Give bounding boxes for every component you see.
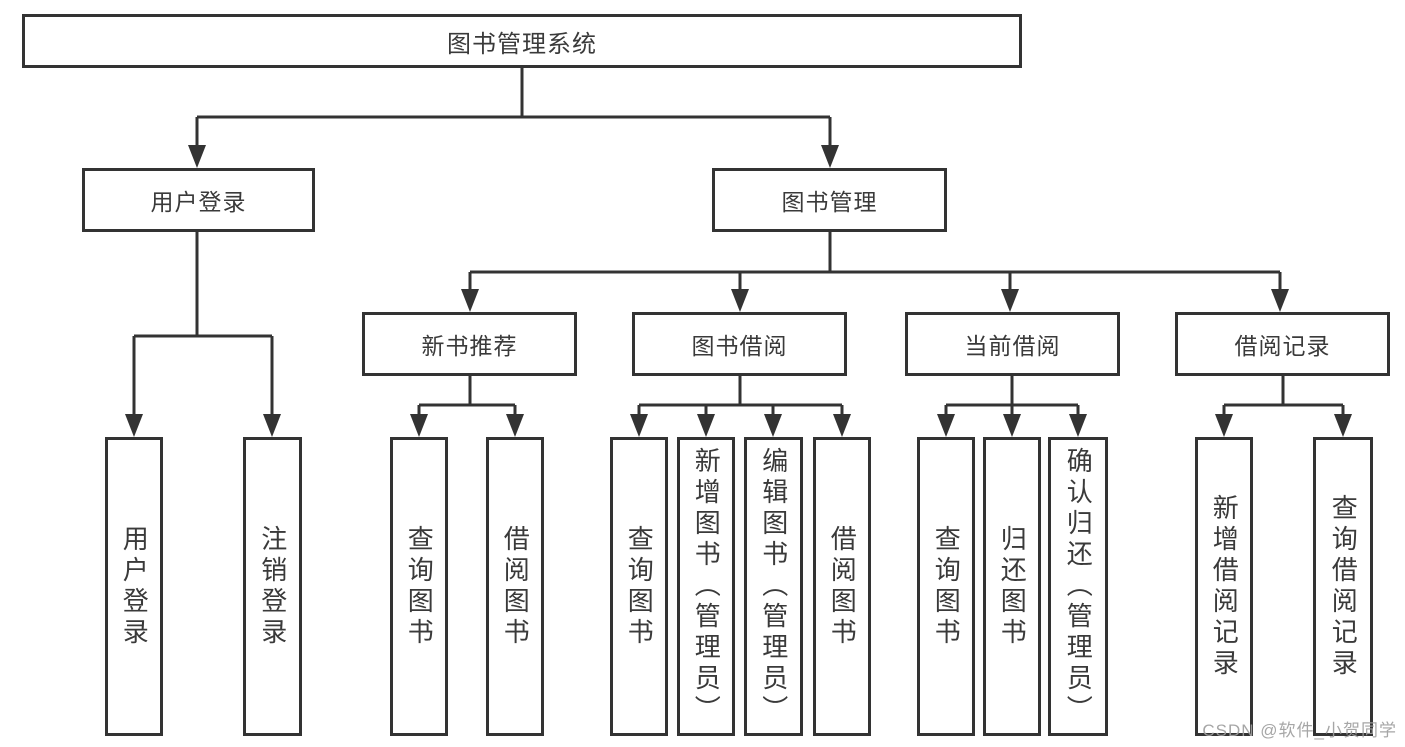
node-user-login: 用户登录 xyxy=(82,168,315,232)
connector-book-management-branch xyxy=(461,232,1289,312)
connector-root-to-level1 xyxy=(188,68,839,168)
node-query-books-current: 查询图书 xyxy=(917,437,975,736)
node-add-borrow-record: 新增借阅记录 xyxy=(1195,437,1253,736)
connector-book-borrow-branch xyxy=(630,376,851,437)
node-borrow-books-leaf: 借阅图书 xyxy=(813,437,871,736)
node-borrowing-records: 借阅记录 xyxy=(1175,312,1390,376)
connector-new-book-branch xyxy=(410,376,524,437)
csdn-watermark: CSDN @软件_小贺同学 xyxy=(1202,721,1397,740)
node-book-borrowing: 图书借阅 xyxy=(632,312,847,376)
node-logout-leaf: 注销登录 xyxy=(243,437,302,736)
node-user-login-leaf: 用户登录 xyxy=(105,437,163,736)
node-current-borrowing: 当前借阅 xyxy=(905,312,1120,376)
connector-user-login-branch xyxy=(125,232,281,437)
node-edit-book-admin: 编辑图书（管理员） xyxy=(744,437,803,736)
node-query-books-recommend: 查询图书 xyxy=(390,437,448,736)
connector-borrow-record-branch xyxy=(1215,376,1352,437)
node-add-book-admin: 新增图书（管理员） xyxy=(677,437,735,736)
node-query-books-borrowing: 查询图书 xyxy=(610,437,668,736)
node-confirm-return-admin: 确认归还（管理员） xyxy=(1048,437,1108,736)
node-book-management: 图书管理 xyxy=(712,168,947,232)
node-borrow-books-recommend: 借阅图书 xyxy=(486,437,544,736)
node-query-borrow-record: 查询借阅记录 xyxy=(1313,437,1373,736)
connector-current-borrow-branch xyxy=(937,376,1087,437)
node-new-book-recommendation: 新书推荐 xyxy=(362,312,577,376)
node-return-books: 归还图书 xyxy=(983,437,1041,736)
node-library-management-system: 图书管理系统 xyxy=(22,14,1022,68)
